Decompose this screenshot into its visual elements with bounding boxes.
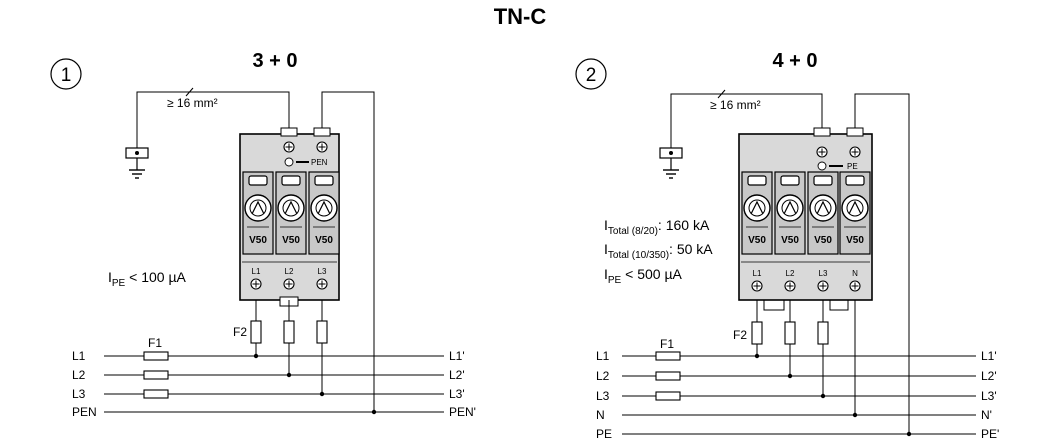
right-module-3: V50 — [807, 171, 839, 255]
left-fuse-main — [143, 389, 169, 399]
left-module-2: V50 — [275, 171, 307, 255]
right-number-circle — [575, 58, 607, 90]
right-config-label: 4 + 0 — [772, 50, 817, 72]
svg-text:V50: V50 — [846, 235, 864, 246]
left-module-1: V50 — [242, 171, 274, 255]
left-line-label: L1 — [72, 349, 86, 363]
right-top-screw — [849, 146, 861, 158]
left-earth-wire — [136, 91, 290, 148]
right-line-out-label: PE' — [981, 427, 999, 441]
right-spec-ipe: IPE < 500 µA — [604, 266, 683, 286]
right-terminal-label: N — [852, 269, 858, 278]
left-number: 1 — [61, 65, 72, 86]
left-fuse-f1-label: F1 — [148, 336, 162, 350]
right-fuse-f1-label: F1 — [660, 337, 674, 351]
left-fuse-f2 — [250, 320, 262, 344]
left-module-3: V50 — [308, 171, 340, 255]
right-module-1: V50 — [741, 171, 773, 255]
svg-text:V50: V50 — [814, 235, 832, 246]
right-fuse-f2 — [751, 321, 763, 345]
right-bottom-screw — [751, 280, 763, 292]
left-line-label: L3 — [72, 387, 86, 401]
right-fuse — [817, 321, 829, 345]
svg-text:V50: V50 — [781, 235, 799, 246]
right-terminal-label: L2 — [786, 269, 795, 278]
right-top-screw — [816, 146, 828, 158]
right-diagram: 2 4 + 0 ≥ 16 mm² PE V50 V50 V50 — [575, 50, 999, 441]
right-fuse-main — [655, 371, 681, 381]
svg-text:V50: V50 — [249, 235, 267, 246]
left-bottom-screw — [283, 278, 295, 290]
right-module-4: V50 — [839, 171, 871, 255]
right-module-2: V50 — [774, 171, 806, 255]
left-line-label: L2 — [72, 368, 86, 382]
right-earth-icon — [659, 147, 683, 179]
right-spec-total-10-350: ITotal (10/350): 50 kA — [604, 241, 713, 261]
left-earth-icon — [125, 147, 149, 179]
left-pen-terminal-label: PEN — [311, 158, 328, 167]
left-line-label: PEN — [72, 405, 97, 419]
right-fuse — [784, 321, 796, 345]
right-bottom-screw — [817, 280, 829, 292]
diagram-title: TN-C — [494, 4, 547, 29]
right-wire-size-label: ≥ 16 mm² — [710, 98, 761, 112]
right-line-label: L3 — [596, 389, 610, 403]
right-wire-size-tick — [717, 89, 726, 99]
right-bottom-screw — [784, 280, 796, 292]
left-number-circle — [50, 58, 82, 90]
right-earth-mark-icon — [817, 161, 827, 171]
right-pe-terminal-label: PE — [847, 162, 858, 171]
right-fuse-f2-label: F2 — [733, 328, 747, 342]
left-line-out-label: L3' — [449, 387, 465, 401]
left-top-screw — [283, 141, 295, 153]
left-fuse-f1 — [143, 351, 169, 361]
right-pe-wire — [854, 93, 910, 434]
left-pen-bridge-wire — [321, 91, 375, 412]
right-number: 2 — [586, 65, 597, 86]
svg-text:V50: V50 — [282, 235, 300, 246]
left-terminal-label: L3 — [318, 267, 327, 276]
left-terminal-label: L1 — [252, 267, 261, 276]
left-fuse — [283, 320, 295, 344]
left-fuse-f2-label: F2 — [233, 325, 247, 339]
right-line-out-label: L1' — [981, 349, 997, 363]
left-earth-mark-icon — [284, 157, 294, 167]
left-line-out-label: L2' — [449, 368, 465, 382]
left-fuse-main — [143, 370, 169, 380]
left-fuse — [316, 320, 328, 344]
right-fuse-f1 — [655, 351, 681, 361]
right-line-label: L1 — [596, 349, 610, 363]
left-top-screw — [316, 141, 328, 153]
right-line-label: L2 — [596, 369, 610, 383]
svg-text:V50: V50 — [748, 235, 766, 246]
right-line-out-label: L2' — [981, 369, 997, 383]
right-fuse-main — [655, 391, 681, 401]
left-diagram: 1 3 + 0 ≥ 16 mm² PEN V50 V50 V50 — [50, 50, 476, 419]
left-wire-size-label: ≥ 16 mm² — [167, 96, 218, 110]
left-terminal-label: L2 — [285, 267, 294, 276]
left-line-out-label: L1' — [449, 349, 465, 363]
right-terminal-label: L3 — [819, 269, 828, 278]
right-earth-wire — [670, 93, 823, 148]
left-line-out-label: PEN' — [449, 405, 476, 419]
left-bottom-screw — [250, 278, 262, 290]
right-line-label: PE — [596, 427, 612, 441]
left-wire-size-tick — [185, 87, 194, 97]
svg-text:V50: V50 — [315, 235, 333, 246]
left-bottom-screw — [316, 278, 328, 290]
right-line-label: N — [596, 408, 605, 422]
right-spec-list: ITotal (8/20): 160 kA ITotal (10/350): 5… — [604, 217, 713, 286]
left-config-label: 3 + 0 — [252, 50, 297, 72]
right-line-out-label: L3' — [981, 389, 997, 403]
left-ipe-spec: IPE < 100 µA — [108, 269, 187, 289]
right-bottom-screw — [849, 280, 861, 292]
right-terminal-label: L1 — [753, 269, 762, 278]
right-line-out-label: N' — [981, 408, 992, 422]
right-spec-total-8-20: ITotal (8/20): 160 kA — [604, 217, 710, 237]
